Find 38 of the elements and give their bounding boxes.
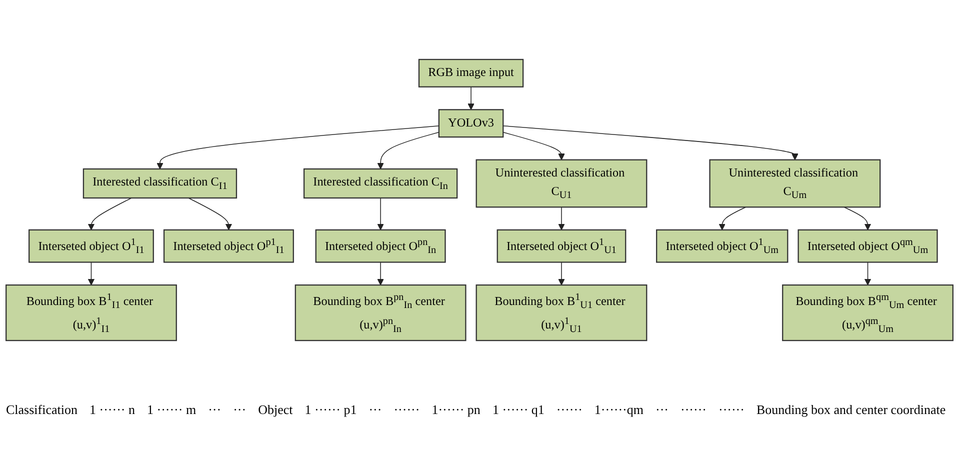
arrow (502, 132, 565, 160)
arrow (844, 206, 872, 230)
note-text: 1 ······ n (90, 402, 135, 419)
note-text: ······ (556, 402, 582, 419)
note-text: Bounding box and center coordinate (756, 402, 946, 419)
arrow (377, 132, 440, 170)
arrow (156, 126, 440, 170)
note-text: ··· (233, 402, 246, 419)
note-text: ······ (680, 402, 706, 419)
note-text: ······ (394, 402, 420, 419)
node-box: RGB image input (418, 58, 524, 88)
note-text: 1 ······ q1 (492, 402, 544, 419)
node-box: Interested classification C$_{I1}$ (82, 168, 238, 199)
arrow (502, 125, 798, 160)
arrow (718, 206, 746, 230)
node-box: Interested classification C$_{In}$ (303, 168, 458, 199)
note-text: 1······ pn (432, 402, 480, 419)
arrow (558, 262, 565, 286)
arrow (377, 198, 384, 230)
note-text: 1 ······ m (146, 402, 196, 419)
arrow (88, 198, 132, 230)
node-box: YOLOv3 (438, 109, 504, 138)
note-text: ··· (208, 402, 222, 419)
arrow (558, 206, 565, 230)
note-text: Classification (6, 402, 78, 419)
note-text: ··· (368, 402, 382, 419)
node-box: Uninterested classification C$_{Um}$ (709, 159, 881, 208)
arrow (377, 262, 384, 286)
note-text: ······ (718, 402, 744, 419)
arrow (188, 198, 232, 230)
note-text: 1······qm (594, 402, 644, 419)
arrow (864, 262, 872, 286)
arrow (468, 86, 474, 110)
node-box: Uninterested classification C$_{U1}$ (476, 159, 648, 208)
note-text: ··· (656, 402, 668, 419)
note-text: 1 ······ p1 (304, 402, 357, 419)
note-text: Object (258, 402, 293, 419)
arrow (88, 262, 95, 286)
